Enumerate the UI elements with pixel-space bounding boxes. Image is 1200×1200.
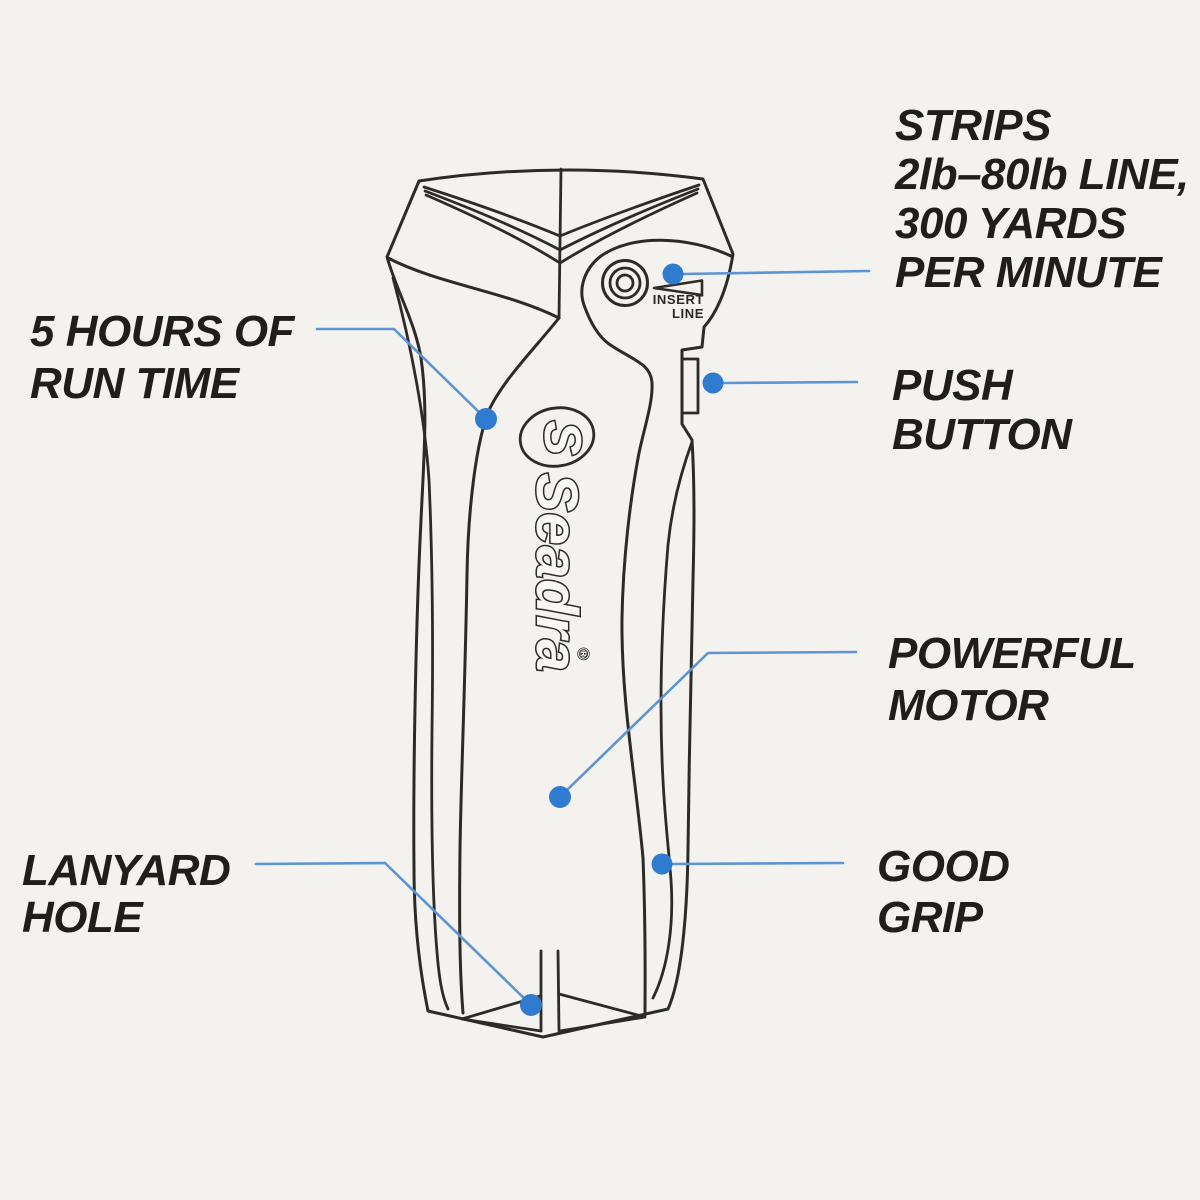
callout-dot-strips [662,263,684,285]
device-outline [385,168,735,1039]
strips-label-line3: 300 YARDS [895,199,1127,248]
run-time-label-line1: 5 HOURS OF [30,307,294,356]
left-panel-curve [458,316,561,1015]
leader-line-powerful-motor [564,650,858,793]
emblem-letter: S [533,421,591,456]
powerful-motor-label: POWERFUL MOTOR [888,628,1136,732]
push-button-label: PUSH BUTTON [892,361,1072,459]
emblem-ellipse [518,406,596,468]
push-button-label-line2: BUTTON [892,410,1072,459]
brand-text: Seadra [524,473,589,672]
strips-label-line2: 2lb–80lb LINE, [895,150,1189,199]
registered-mark: ® [574,648,591,660]
good-grip-label-line2: GRIP [877,893,983,942]
push-button [680,357,700,415]
callout-dot-good-grip [651,853,673,875]
powerful-motor-label-line1: POWERFUL [888,629,1136,678]
strips-label: STRIPS 2lb–80lb LINE, 300 YARDS PER MINU… [895,101,1189,297]
lanyard-hole-label-line1: LANYARD [22,846,231,895]
good-grip-label: GOOD GRIP [877,841,1010,943]
leader-line-run-time [315,327,487,420]
seadra-logo: S Seadra ® [518,406,596,674]
powerful-motor-label-line2: MOTOR [888,681,1049,730]
insert-arrow-icon [652,279,704,297]
left-shoulder-curve [386,256,561,320]
lanyard-slot [460,949,647,1033]
strips-label-line4: PER MINUTE [895,248,1162,297]
run-time-label-line2: RUN TIME [30,359,239,408]
strips-label-line1: STRIPS [895,101,1051,150]
leader-line-strips [682,269,871,276]
run-time-label: 5 HOURS OF RUN TIME [30,306,294,410]
lanyard-hole-label: LANYARD HOLE [22,846,231,942]
callout-dot-powerful-motor [549,786,571,808]
leader-line-lanyard-hole [254,861,532,1006]
leader-line-push-button [722,380,859,385]
callout-dot-lanyard-hole [520,994,542,1016]
good-grip-label-line1: GOOD [877,842,1010,891]
leader-line-good-grip [671,861,845,866]
callout-dot-run-time [475,408,497,430]
right-side-contour [651,440,694,1000]
insert-line-label-line1: INSERT [652,292,704,307]
lanyard-hole-label-line2: HOLE [22,893,143,942]
callout-dot-push-button [702,372,724,394]
center-seam-line [557,167,563,320]
push-button-label-line1: PUSH [892,361,1013,410]
line-insert-hole-icon [601,259,649,307]
insert-line-label-line2: LINE [671,306,704,321]
insert-line-label: INSERT LINE [653,293,704,321]
right-panel-curve [580,238,733,1017]
left-side-contour [391,276,450,1011]
